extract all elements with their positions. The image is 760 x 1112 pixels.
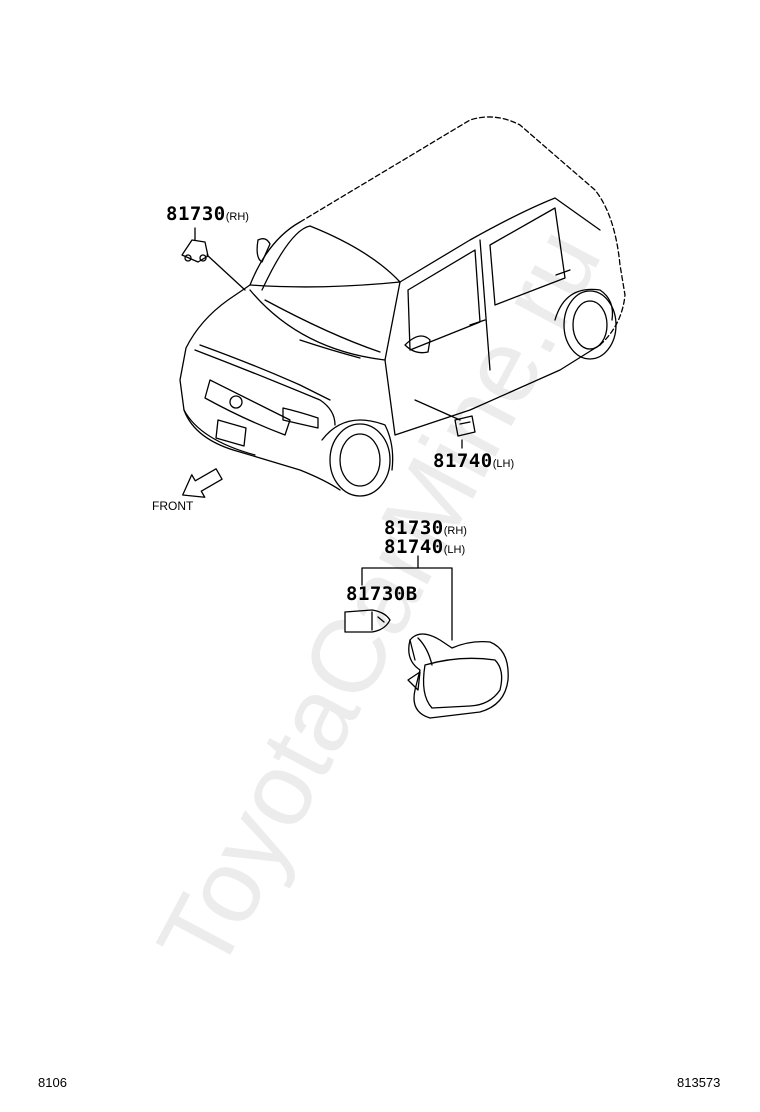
part-number: 81730 bbox=[166, 203, 226, 225]
side-label: (LH) bbox=[492, 458, 515, 470]
part-number: 81740 bbox=[433, 450, 493, 472]
side-label: (RH) bbox=[443, 525, 467, 537]
part-number: 81730 bbox=[384, 517, 444, 539]
side-marker-lh-part bbox=[454, 415, 476, 437]
callout-bulb: 81730B bbox=[346, 583, 418, 605]
side-label: (LH) bbox=[443, 544, 466, 556]
footer-right-code: 813573 bbox=[677, 1075, 721, 1090]
callout-side-marker-lh: 81740(LH) bbox=[433, 450, 514, 472]
bulb-part bbox=[344, 609, 391, 633]
side-label: (RH) bbox=[225, 211, 249, 223]
side-turn-lamp-assembly bbox=[407, 633, 509, 719]
callout-assembly-lh: 81740(LH) bbox=[384, 536, 465, 558]
leader-line-81740 bbox=[414, 399, 461, 421]
bracket-line-right bbox=[417, 567, 453, 641]
front-arrow-icon bbox=[182, 468, 223, 498]
callout-front-marker-rh: 81730(RH) bbox=[166, 203, 249, 225]
bracket-line-left bbox=[361, 555, 419, 586]
part-number: 81740 bbox=[384, 536, 444, 558]
footer-left-code: 8106 bbox=[38, 1075, 67, 1090]
vehicle-illustration bbox=[179, 116, 626, 497]
part-number: 81730B bbox=[346, 583, 418, 605]
front-side-marker-part bbox=[181, 239, 209, 263]
front-label: FRONT bbox=[152, 499, 194, 513]
leader-line-81730-to-car bbox=[206, 254, 246, 291]
callout-assembly-rh: 81730(RH) bbox=[384, 517, 467, 539]
